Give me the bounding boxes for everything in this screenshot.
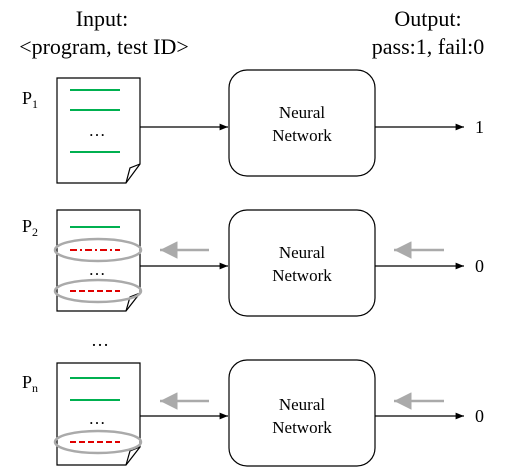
output-title: Output: xyxy=(394,6,461,31)
program-label-n: Pn xyxy=(22,372,38,395)
nn-label-line2: Network xyxy=(272,266,332,285)
program-label-1: P1 xyxy=(22,88,38,111)
document-fold-n xyxy=(125,446,141,466)
output-value-2: 0 xyxy=(475,256,484,276)
output-value-n: 0 xyxy=(475,406,484,426)
highlight-ellipse xyxy=(53,278,143,304)
nn-label-line1: Neural xyxy=(279,243,326,262)
code-ellipsis-n: … xyxy=(89,409,106,428)
nn-label-line1: Neural xyxy=(279,103,326,122)
input-title: Input: xyxy=(76,6,129,31)
row-1: P1 … Neural Network 1 xyxy=(22,69,484,184)
program-document-n xyxy=(56,362,141,466)
input-subtitle: <program, test ID> xyxy=(19,34,189,59)
code-ellipsis-2: … xyxy=(89,260,106,279)
neural-network-box-2 xyxy=(228,209,376,317)
row-n: Pn … Neural Network 0 xyxy=(22,359,484,467)
highlight-ellipse xyxy=(53,429,143,455)
code-ellipsis-1: … xyxy=(89,121,106,140)
program-document-1 xyxy=(56,77,141,184)
neural-network-box-n xyxy=(228,359,376,467)
document-fold-1 xyxy=(125,163,141,184)
nn-label-line2: Network xyxy=(272,126,332,145)
document-fold-2 xyxy=(125,292,141,312)
rows-ellipsis: … xyxy=(91,330,109,350)
output-value-1: 1 xyxy=(475,117,484,137)
highlight-ellipse xyxy=(53,237,143,263)
nn-label-line1: Neural xyxy=(279,395,326,414)
neural-network-box-1 xyxy=(228,69,376,177)
program-label-2: P2 xyxy=(22,216,38,239)
output-subtitle: pass:1, fail:0 xyxy=(372,34,484,59)
row-2: P2 … Neural Network 0 xyxy=(22,209,484,317)
nn-label-line2: Network xyxy=(272,418,332,437)
